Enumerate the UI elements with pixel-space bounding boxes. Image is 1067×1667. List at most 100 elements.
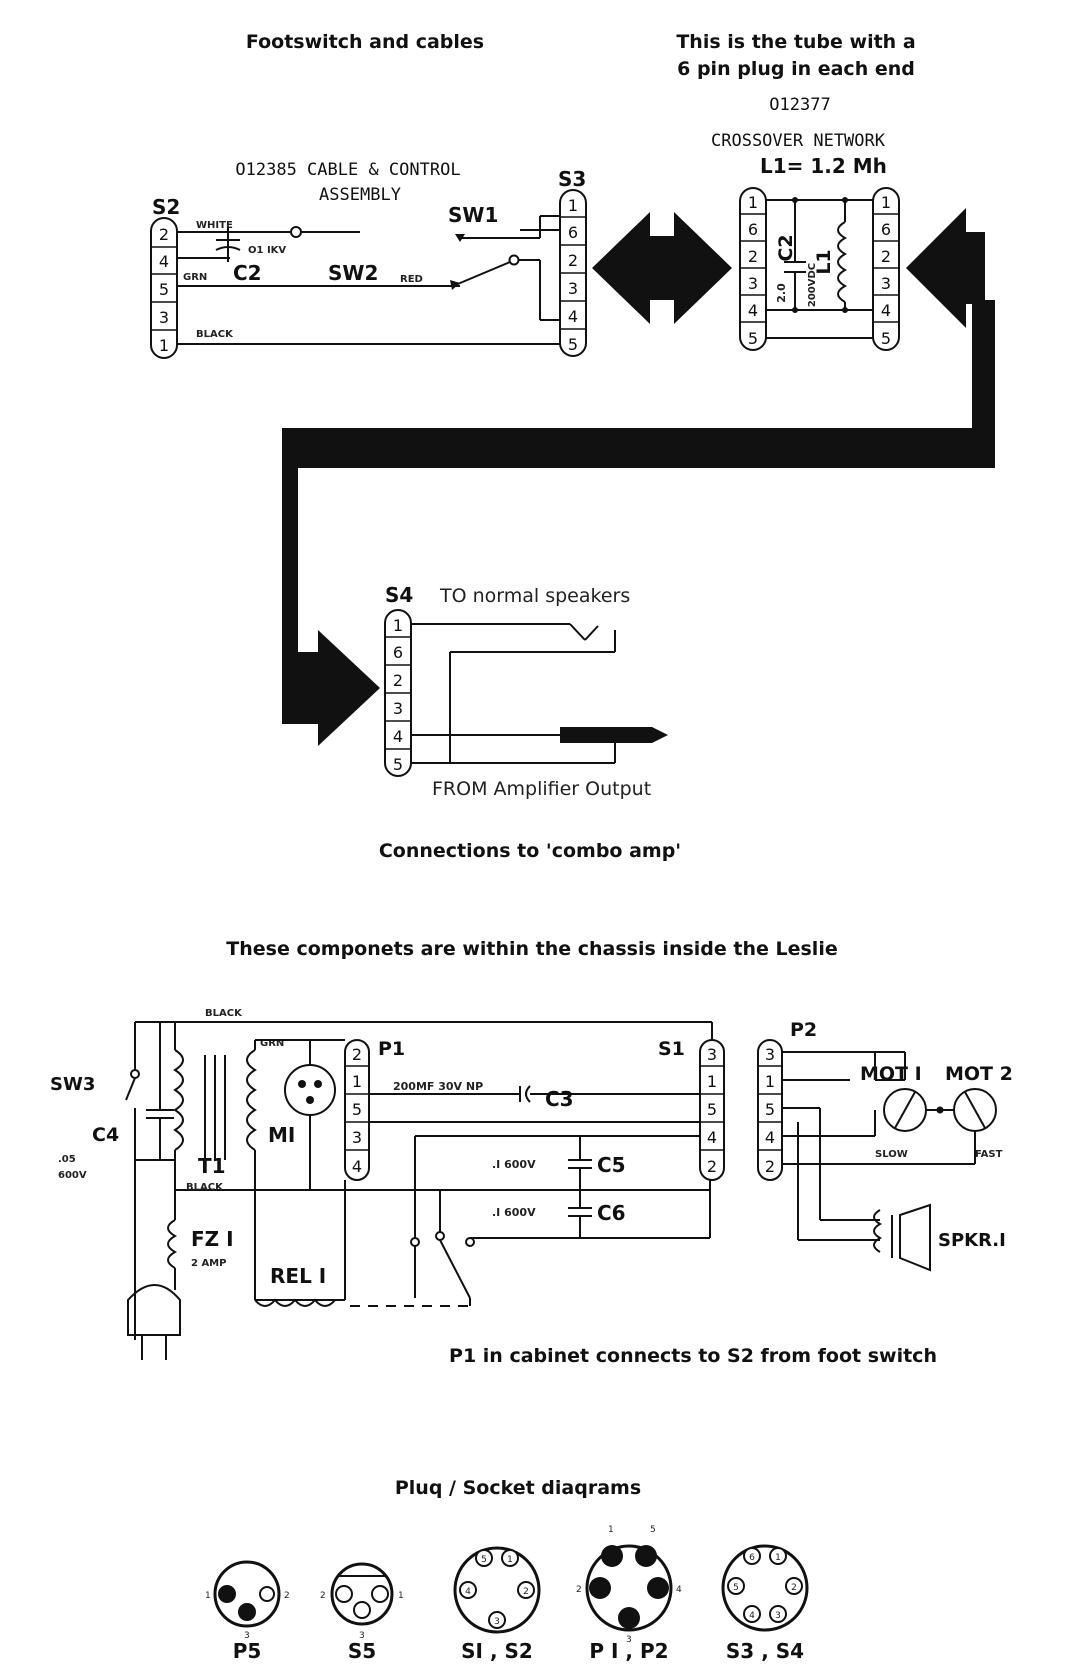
c5-value: .I 600V — [492, 1158, 536, 1171]
chassis-wiring — [125, 1021, 997, 1360]
s1-pin: 1 — [707, 1072, 717, 1091]
grn-label: GRN — [260, 1038, 284, 1049]
p5-num: 2 — [284, 1591, 290, 1601]
s2-pin: 3 — [159, 308, 169, 327]
s5-num: 3 — [359, 1631, 365, 1641]
s3s4-inner-num: 6 — [749, 1553, 755, 1563]
p1p2-num: 5 — [650, 1525, 656, 1535]
crossover-right-pin: 3 — [881, 274, 891, 293]
s1-pin: 3 — [707, 1045, 717, 1064]
sw2-label: SW2 — [328, 261, 378, 285]
s2-pin: 4 — [159, 252, 169, 271]
footswitch-wiring — [177, 215, 560, 345]
crossover-cap-value: 2.0 — [775, 283, 788, 303]
rel1-label: REL I — [270, 1264, 326, 1288]
s4-pin: 6 — [393, 643, 403, 662]
p1p2-num: 4 — [676, 1585, 682, 1595]
mot2-label: MOT 2 — [945, 1063, 1013, 1085]
crossover-l1-label: L1 — [813, 249, 835, 274]
p2-label: P2 — [790, 1019, 817, 1041]
s3-pin: 1 — [568, 196, 578, 215]
crossover-left-connector — [739, 187, 767, 351]
p5-num: 1 — [205, 1591, 211, 1601]
s4-pin: 5 — [393, 755, 403, 774]
p5-diagram — [213, 1560, 281, 1628]
crossover-part-no: O12377 — [769, 95, 830, 115]
s3s4-inner-num: 4 — [749, 1611, 755, 1621]
p5-label: P5 — [233, 1639, 262, 1663]
s3s4-inner-num: 1 — [775, 1553, 781, 1563]
c5-label: C5 — [597, 1153, 626, 1177]
s5-num: 2 — [320, 1591, 326, 1601]
crossover-name: CROSSOVER NETWORK — [711, 131, 886, 151]
double-arrow — [592, 212, 732, 324]
s4-pin: 3 — [393, 699, 403, 718]
caption-tube-line1: This is the tube with a — [676, 31, 915, 53]
crossover-left-pin: 3 — [748, 274, 758, 293]
s1-pins: 3 1 5 4 2 — [700, 1045, 724, 1176]
crossover-left-pin: 2 — [748, 247, 758, 266]
slow-label: SLOW — [875, 1149, 908, 1160]
caption-chassis: These componets are within the chassis i… — [226, 938, 837, 960]
s1s2-diagram — [453, 1546, 541, 1634]
c6-label: C6 — [597, 1201, 626, 1225]
p1p2-diagram — [585, 1544, 673, 1632]
s3-pin: 3 — [568, 279, 578, 298]
crossover-left-pins: 1 6 2 3 4 5 — [740, 193, 766, 348]
crossover-left-pin: 6 — [748, 220, 758, 239]
combo-wiring — [411, 623, 668, 764]
crossover-left-pin: 4 — [748, 301, 758, 320]
red-wire-label: RED — [400, 274, 423, 285]
s1-pin: 2 — [707, 1157, 717, 1176]
p5-num: 3 — [244, 1631, 250, 1641]
p1p2-num: 2 — [576, 1585, 582, 1595]
assembly-label-line2: ASSEMBLY — [319, 185, 401, 205]
grn-wire-label: GRN — [183, 272, 207, 283]
c4-label: C4 — [92, 1124, 119, 1146]
crossover-left-pin: 1 — [748, 193, 758, 212]
s5-diagram — [330, 1562, 394, 1626]
t1-label: T1 — [198, 1154, 226, 1178]
c6-value: .I 600V — [492, 1206, 536, 1219]
s3s4-inner-num: 5 — [733, 1583, 739, 1593]
p2-pins: 3 1 5 4 2 — [758, 1045, 782, 1176]
s2-connector — [150, 217, 178, 359]
caption-p1-note: P1 in cabinet connects to S2 from foot s… — [449, 1345, 937, 1367]
s3-pin: 5 — [568, 335, 578, 354]
crossover-wiring — [766, 197, 873, 339]
sw1-label: SW1 — [448, 203, 498, 227]
spkr-label: SPKR.I — [938, 1230, 1006, 1251]
s1-label: S1 — [658, 1038, 685, 1060]
crossover-right-pins: 1 6 2 3 4 5 — [873, 193, 899, 348]
s1s2-inner-num: 4 — [465, 1587, 471, 1597]
fz1-label: FZ I — [191, 1227, 234, 1251]
p2-pin: 3 — [765, 1045, 775, 1064]
black-mid-label: BLACK — [186, 1182, 224, 1193]
s3-pin: 6 — [568, 223, 578, 242]
s2-label: S2 — [152, 195, 180, 219]
s1s2-inner-num: 5 — [481, 1555, 487, 1565]
crossover-right-pin: 6 — [881, 220, 891, 239]
s5-label: S5 — [348, 1639, 376, 1663]
p1-pin: 4 — [352, 1157, 362, 1176]
p1-pin: 1 — [352, 1072, 362, 1091]
p1-pin: 2 — [352, 1045, 362, 1064]
s2-pin: 5 — [159, 280, 169, 299]
s1-pin: 4 — [707, 1128, 717, 1147]
s3-label: S3 — [558, 167, 586, 191]
s1s2-label: SI , S2 — [461, 1639, 533, 1663]
mot1-label: MOT I — [860, 1063, 922, 1085]
s1s2-inner-num: 1 — [507, 1555, 513, 1565]
c4-value1: .05 — [58, 1154, 76, 1165]
fz1-value: 2 AMP — [191, 1258, 226, 1269]
caption-combo: Connections to 'combo amp' — [379, 840, 681, 862]
s3-pins: 1 6 2 3 4 5 — [560, 196, 586, 354]
s1s2-inner-num: 3 — [494, 1617, 500, 1627]
caption-footswitch: Footswitch and cables — [246, 31, 484, 53]
s4-pins: 1 6 2 3 4 5 — [385, 616, 411, 774]
s5-num: 1 — [398, 1591, 404, 1601]
p1p2-num: 3 — [626, 1635, 632, 1645]
s2-pin: 2 — [159, 225, 169, 244]
c2-label: C2 — [233, 261, 262, 285]
